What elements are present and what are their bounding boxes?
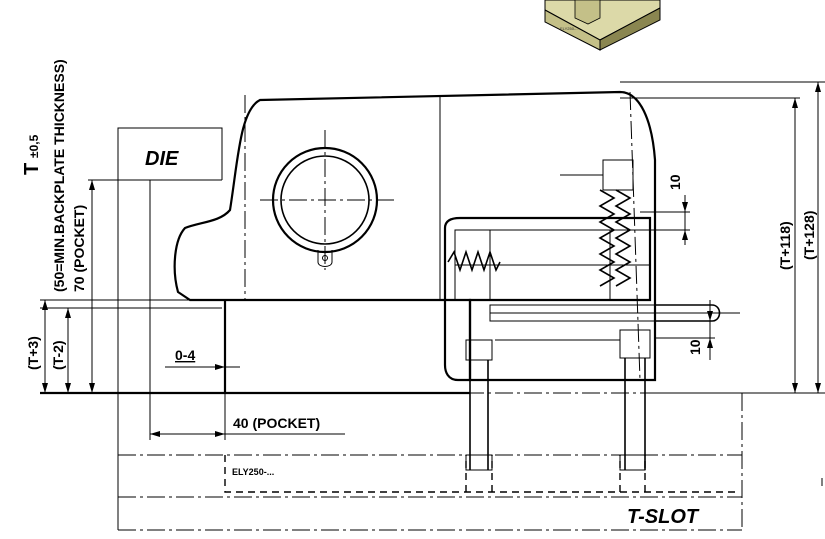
gap-0-4-label: 0-4 xyxy=(175,347,195,363)
base-lines xyxy=(40,180,470,440)
left-dimensions xyxy=(42,179,150,393)
dim-10-bottom-label: 10 xyxy=(687,339,703,355)
die-label: DIE xyxy=(145,148,179,170)
iso-part-code: ELY250-... xyxy=(560,26,579,31)
dim-10-top-label: 10 xyxy=(667,174,683,190)
part-code-label: ELY250-... xyxy=(232,467,274,477)
t-plus-118-label: (T+118) xyxy=(777,221,793,270)
t-plus-128-label: (T+128) xyxy=(801,211,817,260)
pocket-70-label: 70 (POCKET) xyxy=(71,205,87,292)
t-slot-label: T-SLOT xyxy=(627,506,700,528)
isometric-thumbnail: ELY250-... xyxy=(544,0,661,51)
t-tolerance-main: T xyxy=(21,163,43,175)
horizontal-dimensions xyxy=(150,364,345,437)
height-dimensions xyxy=(620,81,825,394)
clamp-body xyxy=(173,90,740,471)
t-minus-2-label: (T-2) xyxy=(50,340,66,370)
pocket-40-label: 40 (POCKET) xyxy=(233,415,320,431)
die-outline: DIE xyxy=(117,127,223,530)
t-plus-3-label: (T+3) xyxy=(25,336,41,370)
backplate-label: (50=MIN.BACKPLATE THICKNESS) xyxy=(51,59,67,292)
t-tolerance-value: ±0,5 xyxy=(27,134,41,158)
ten-dimensions xyxy=(640,195,715,360)
